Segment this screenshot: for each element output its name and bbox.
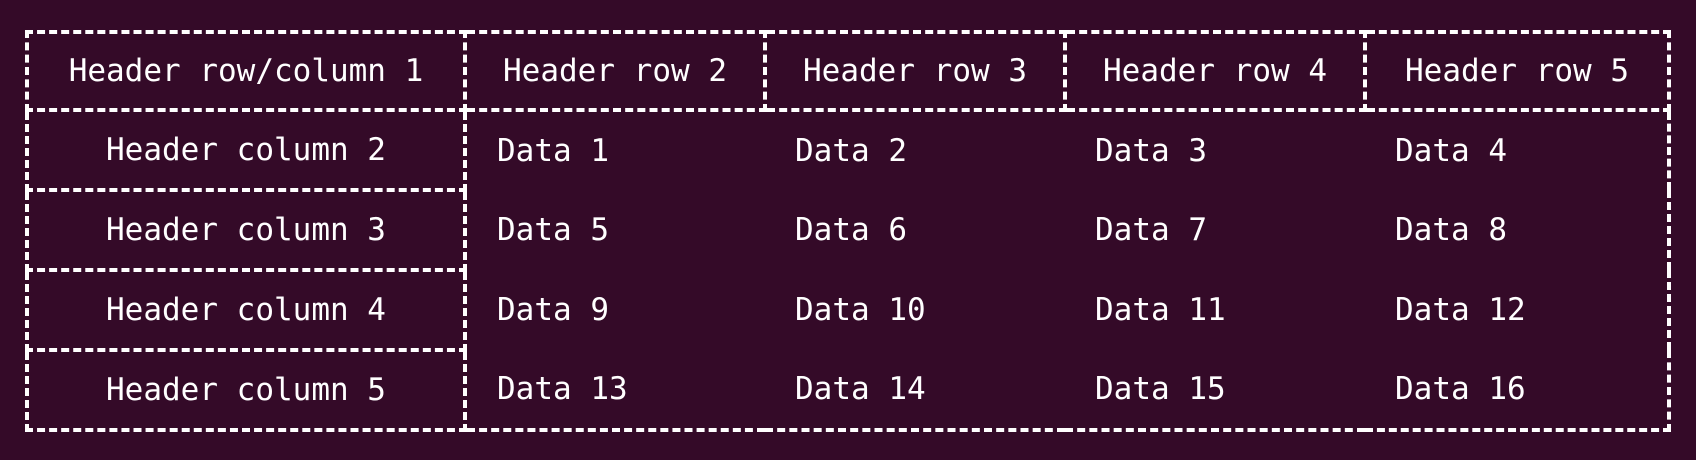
column-header-cell: Header row 2 bbox=[463, 30, 767, 112]
data-cell: Data 9 bbox=[497, 292, 609, 328]
data-cell: Data 12 bbox=[1395, 292, 1526, 328]
row-header-cell: Header column 5 bbox=[25, 348, 467, 432]
column-header-cell: Header row 4 bbox=[1063, 30, 1367, 112]
table-row: Header column 4 Data 9 Data 10 Data 11 D… bbox=[25, 268, 1669, 352]
data-cell: Data 8 bbox=[1395, 212, 1507, 248]
table-row: Header column 2 Data 1 Data 2 Data 3 Dat… bbox=[25, 108, 1669, 192]
data-cell: Data 14 bbox=[795, 371, 926, 407]
data-cell: Data 10 bbox=[795, 292, 926, 328]
data-cell: Data 5 bbox=[497, 212, 609, 248]
column-header-cell: Header row 5 bbox=[1363, 30, 1671, 112]
data-cell: Data 16 bbox=[1395, 371, 1526, 407]
corner-header-cell: Header row/column 1 bbox=[25, 30, 467, 112]
row-header-cell: Header column 2 bbox=[25, 108, 467, 192]
table-row: Header column 3 Data 5 Data 6 Data 7 Dat… bbox=[25, 188, 1669, 272]
data-table: Header row/column 1 Header row 2 Header … bbox=[25, 30, 1671, 432]
table-row: Header column 5 Data 13 Data 14 Data 15 … bbox=[25, 348, 1669, 432]
table-header-row: Header row/column 1 Header row 2 Header … bbox=[25, 30, 1671, 112]
data-cell: Data 13 bbox=[497, 371, 628, 407]
data-cell: Data 11 bbox=[1095, 292, 1226, 328]
data-cell: Data 1 bbox=[497, 133, 609, 169]
row-header-cell: Header column 3 bbox=[25, 188, 467, 272]
data-cell: Data 3 bbox=[1095, 133, 1207, 169]
data-cell: Data 2 bbox=[795, 133, 907, 169]
column-header-cell: Header row 3 bbox=[763, 30, 1067, 112]
data-cell: Data 4 bbox=[1395, 133, 1507, 169]
data-cell: Data 6 bbox=[795, 212, 907, 248]
data-cell: Data 7 bbox=[1095, 212, 1207, 248]
row-header-cell: Header column 4 bbox=[25, 268, 467, 352]
data-cell: Data 15 bbox=[1095, 371, 1226, 407]
